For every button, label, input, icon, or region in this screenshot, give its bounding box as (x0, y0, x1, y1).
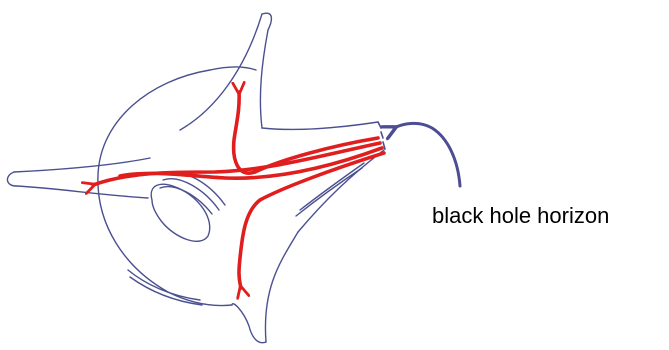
horizon-pointer-arrow (394, 123, 460, 186)
top-tendril-left-edge (180, 14, 262, 130)
inner-hole (151, 184, 210, 241)
body-outline (7, 13, 385, 342)
top-tendril-right-edge (260, 13, 271, 128)
right-tendril-upper-edge (262, 122, 378, 129)
bottom-tendril-right-edge (265, 232, 298, 342)
bottom-tendril-left-edge (232, 304, 266, 343)
left-tendril-upper-edge (14, 158, 150, 172)
flow-arrows (93, 92, 384, 288)
left-tendril-lower-edge (16, 186, 148, 198)
right-contour-2 (296, 168, 362, 216)
horizon-label: black hole horizon (432, 203, 609, 229)
body-outline-upper-arc (210, 67, 256, 70)
left-tendril-tip (7, 172, 16, 186)
flow-arrow-down (239, 153, 384, 288)
